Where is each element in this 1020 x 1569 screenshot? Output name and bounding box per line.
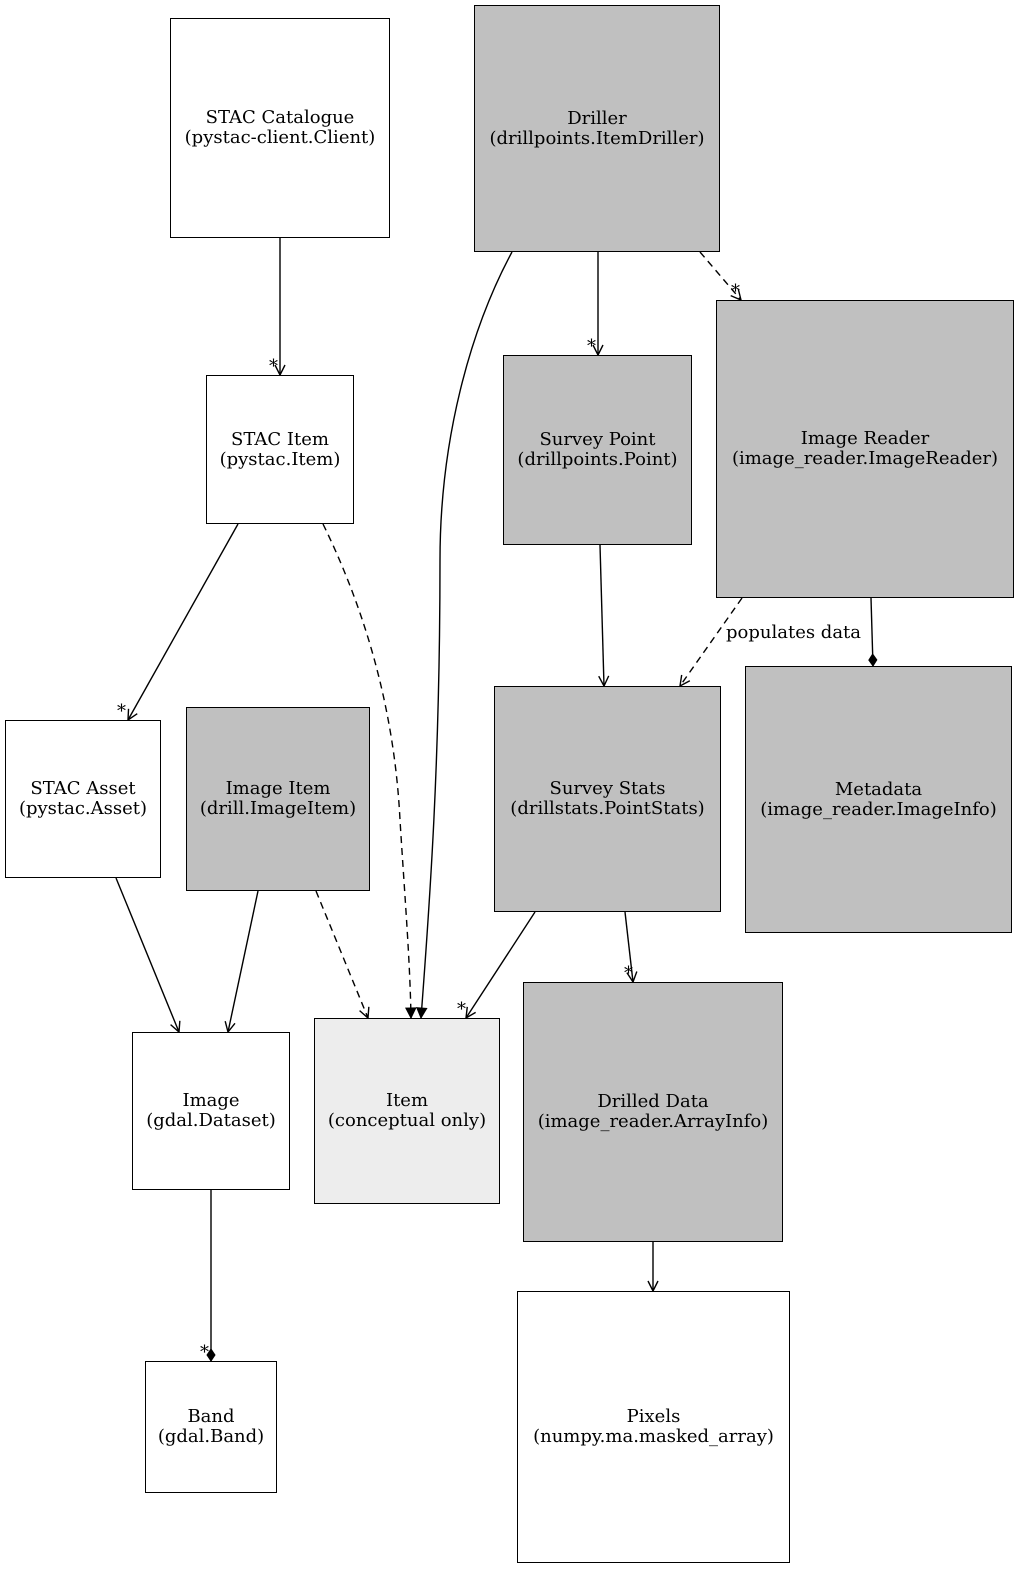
node-title: Item bbox=[385, 1090, 429, 1111]
node-title: Image Item bbox=[225, 778, 331, 799]
edge-driller-to-item bbox=[421, 251, 513, 1018]
edge-label-populates-data: populates data bbox=[726, 622, 861, 643]
node-subtitle: (drillstats.PointStats) bbox=[510, 798, 705, 819]
node-subtitle: (drillpoints.Point) bbox=[517, 449, 678, 470]
edge-image-reader-to-stats bbox=[680, 597, 743, 686]
node-image-item: Image Item (drill.ImageItem) bbox=[186, 707, 370, 891]
edge-survey-point-to-stats bbox=[600, 544, 604, 686]
edge-stats-to-drilled-data bbox=[624, 911, 633, 982]
node-image: Image (gdal.Dataset) bbox=[132, 1032, 290, 1190]
node-subtitle: (image_reader.ArrayInfo) bbox=[537, 1111, 769, 1132]
node-title: Survey Stats bbox=[549, 778, 666, 799]
edge-image-item-to-image bbox=[228, 890, 259, 1032]
node-title: Metadata bbox=[834, 778, 923, 800]
node-image-reader: Image Reader (image_reader.ImageReader) bbox=[716, 300, 1014, 598]
node-subtitle: (conceptual only) bbox=[327, 1110, 487, 1131]
edge-asset-to-image bbox=[115, 877, 179, 1032]
multiplicity-stac-item: * bbox=[269, 356, 278, 377]
node-pixels: Pixels (numpy.ma.masked_array) bbox=[517, 1291, 790, 1563]
node-title: Pixels bbox=[626, 1406, 681, 1427]
node-stac-catalogue: STAC Catalogue (pystac-client.Client) bbox=[170, 18, 390, 238]
multiplicity-item: * bbox=[457, 999, 466, 1020]
edge-image-item-to-item bbox=[315, 890, 368, 1018]
node-title: STAC Catalogue bbox=[205, 107, 355, 128]
multiplicity-image-reader: * bbox=[731, 281, 740, 302]
node-title: STAC Item bbox=[231, 428, 329, 450]
node-subtitle: (pystac.Asset) bbox=[18, 798, 148, 819]
node-item: Item (conceptual only) bbox=[314, 1018, 500, 1204]
node-driller: Driller (drillpoints.ItemDriller) bbox=[474, 5, 720, 252]
node-title: STAC Asset bbox=[30, 778, 136, 799]
node-stac-item: STAC Item (pystac.Item) bbox=[206, 375, 354, 524]
node-subtitle: (drill.ImageItem) bbox=[199, 798, 357, 819]
node-stac-asset: STAC Asset (pystac.Asset) bbox=[5, 720, 161, 878]
node-drilled-data: Drilled Data (image_reader.ArrayInfo) bbox=[523, 982, 783, 1242]
multiplicity-drilled-data: * bbox=[624, 963, 633, 984]
node-subtitle: (pystac.Item) bbox=[219, 448, 341, 470]
node-subtitle: (gdal.Band) bbox=[157, 1426, 265, 1447]
node-subtitle: (numpy.ma.masked_array) bbox=[533, 1426, 774, 1447]
edge-stac-item-to-asset bbox=[128, 523, 239, 720]
node-subtitle: (image_reader.ImageInfo) bbox=[760, 798, 997, 820]
node-survey-point: Survey Point (drillpoints.Point) bbox=[503, 355, 692, 545]
node-subtitle: (drillpoints.ItemDriller) bbox=[489, 127, 705, 149]
node-subtitle: (gdal.Dataset) bbox=[146, 1110, 276, 1131]
node-title: Drilled Data bbox=[597, 1091, 709, 1112]
edge-stats-to-item bbox=[466, 911, 536, 1018]
node-survey-stats: Survey Stats (drillstats.PointStats) bbox=[494, 686, 721, 912]
edge-image-reader-to-metadata bbox=[868, 597, 878, 667]
node-subtitle: (pystac-client.Client) bbox=[184, 127, 376, 148]
multiplicity-stac-asset: * bbox=[117, 701, 126, 722]
node-title: Band bbox=[187, 1406, 235, 1427]
node-title: Image Reader bbox=[800, 428, 930, 449]
edge-stac-item-to-item bbox=[322, 523, 411, 1018]
node-title: Driller bbox=[567, 107, 627, 129]
multiplicity-survey-point: * bbox=[587, 336, 596, 357]
edge-driller-to-image-reader bbox=[699, 251, 741, 300]
node-band: Band (gdal.Band) bbox=[145, 1361, 277, 1493]
node-title: Survey Point bbox=[539, 429, 656, 450]
node-metadata: Metadata (image_reader.ImageInfo) bbox=[745, 666, 1012, 933]
node-subtitle: (image_reader.ImageReader) bbox=[731, 448, 999, 469]
multiplicity-band: * bbox=[200, 1342, 209, 1363]
node-title: Image bbox=[182, 1090, 240, 1111]
